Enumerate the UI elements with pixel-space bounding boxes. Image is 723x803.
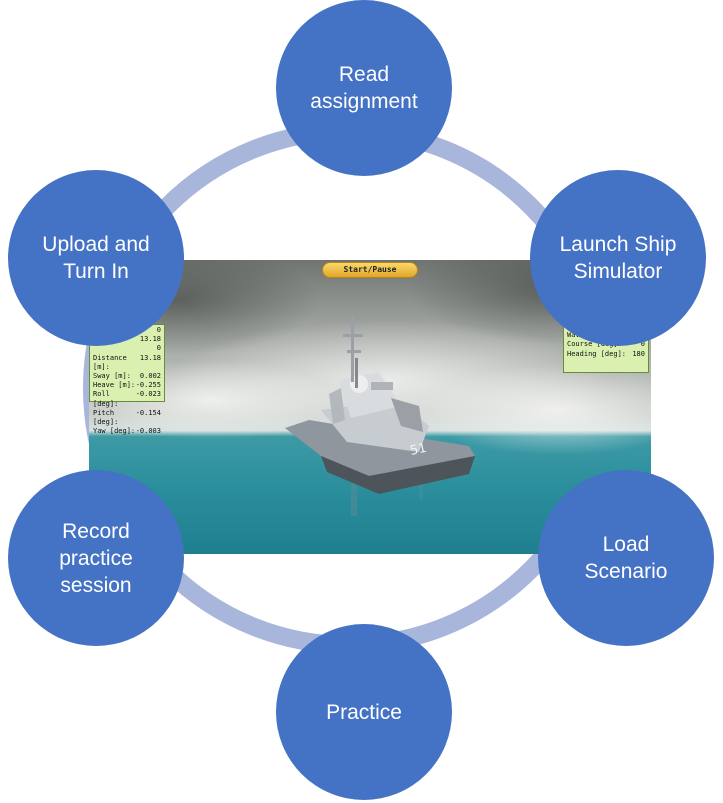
- readout-label: Heading [deg]:: [567, 349, 627, 358]
- readout-row: Yaw [deg]:-0.003: [93, 427, 161, 436]
- readout-value: 13.18: [139, 335, 161, 344]
- readout-row: 0: [93, 344, 161, 353]
- readout-value: -0.003: [135, 427, 161, 436]
- readout-value: -0.255: [135, 381, 161, 390]
- readout-label: Sway [m]:: [93, 372, 131, 381]
- step-load-scenario: Load Scenario: [538, 470, 714, 646]
- readout-row: 0: [93, 326, 161, 335]
- readout-row: 13.18: [93, 335, 161, 344]
- step-label: Launch Ship Simulator: [559, 233, 677, 283]
- readout-label: Pitch [deg]:: [93, 408, 119, 427]
- readout-label: Distance [m]:: [93, 353, 127, 371]
- readout-value: -0.154: [135, 408, 161, 417]
- step-launch-ship-simulator: Launch Ship Simulator: [530, 170, 706, 346]
- readout-value: 0.002: [139, 372, 161, 381]
- readout-label: Heave [m]:: [93, 381, 136, 390]
- readout-value: 0: [640, 340, 645, 349]
- readout-value: 0: [156, 344, 161, 353]
- readout-row: Sway [m]: 0.002: [93, 372, 161, 381]
- step-label: Practice: [326, 700, 402, 724]
- readout-value: -0.023: [135, 390, 161, 399]
- ship: [285, 316, 475, 494]
- step-practice: Practice: [276, 624, 452, 800]
- readout-row: Distance [m]: 13.18: [93, 354, 161, 372]
- readout-value: 0: [156, 326, 161, 334]
- readout-label: Course [deg]:: [567, 340, 622, 349]
- step-label: Record practice session: [59, 519, 133, 597]
- readout-value: 13.18: [139, 353, 161, 362]
- start-pause-button[interactable]: Start/Pause: [322, 262, 418, 278]
- step-record-practice-session: Record practice session: [8, 470, 184, 646]
- readout-row: Heading [deg]: 180: [567, 350, 645, 359]
- step-label: Read assignment: [310, 63, 418, 113]
- readout-value: 180: [632, 349, 645, 358]
- readout-row: Course [deg]: 0: [567, 340, 645, 349]
- readout-row: Heave [m]:-0.255: [93, 381, 161, 390]
- step-upload-and-turn-in: Upload and Turn In: [8, 170, 184, 346]
- hull-number: 51: [409, 441, 428, 459]
- readout-row: Pitch [deg]: -0.154: [93, 409, 161, 427]
- readout-label: Roll [deg]:: [93, 390, 119, 408]
- readout-row: Roll [deg]: -0.023: [93, 390, 161, 408]
- step-label: Upload and Turn In: [42, 233, 150, 283]
- step-read-assignment: Read assignment: [276, 0, 452, 176]
- step-label: Load Scenario: [584, 533, 668, 583]
- readout-label: Yaw [deg]:: [93, 427, 136, 436]
